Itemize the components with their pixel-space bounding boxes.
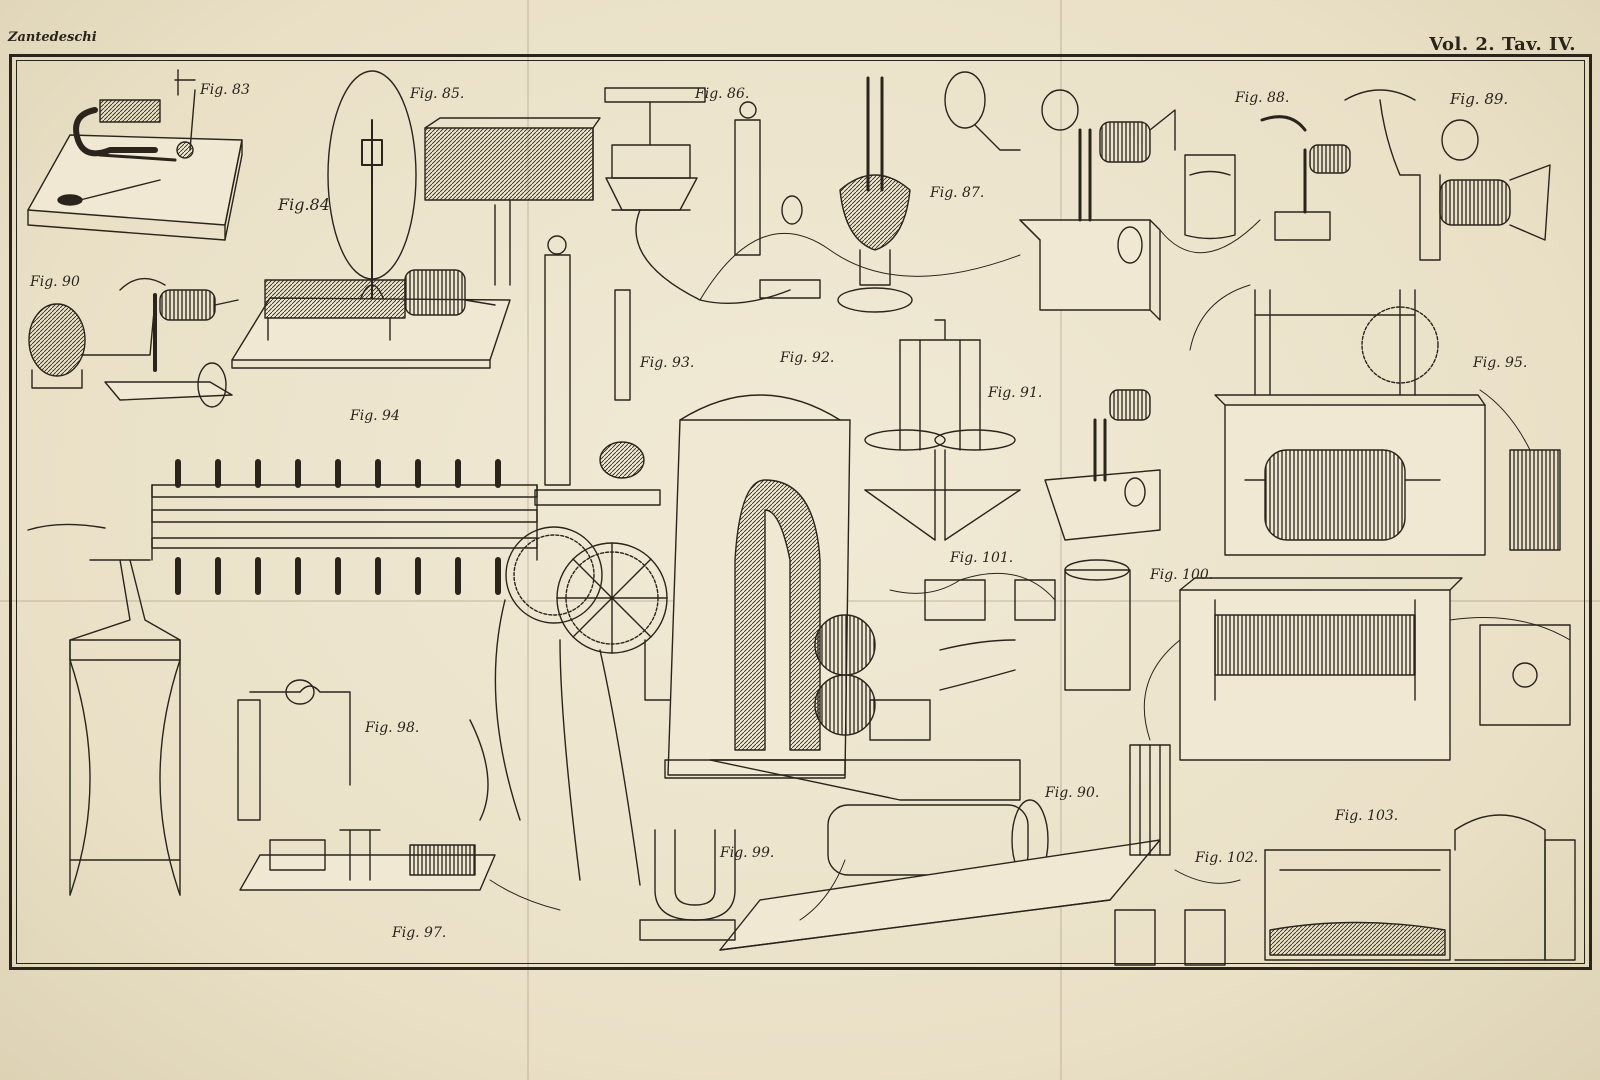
fig83-label: Fig. 83 bbox=[200, 82, 250, 98]
fig100-apparatus bbox=[1064, 559, 1571, 761]
fig97-label: Fig. 97. bbox=[392, 925, 447, 941]
fig99-apparatus bbox=[639, 829, 736, 941]
volume-plate-number: Vol. 2. Tav. IV. bbox=[1429, 34, 1576, 55]
connecting-wires bbox=[489, 219, 1571, 921]
fig92-apparatus bbox=[534, 235, 1021, 801]
fig88-apparatus bbox=[1184, 115, 1351, 241]
fig84-fig85-apparatus bbox=[231, 70, 601, 369]
fig90-apparatus bbox=[28, 277, 239, 408]
fig84-label: Fig.84 bbox=[278, 195, 330, 214]
fig94-gear-assembly bbox=[469, 526, 691, 886]
paper-fold-vertical-left bbox=[527, 0, 529, 1080]
fig88-label: Fig. 88. bbox=[1235, 90, 1290, 106]
fig96-apparatus bbox=[719, 799, 1161, 951]
paper-fold-vertical-right bbox=[1060, 0, 1062, 1080]
fig92-label: Fig. 92. bbox=[780, 350, 835, 366]
fig87-apparatus bbox=[837, 71, 1021, 313]
fig90-label: Fig. 90 bbox=[30, 274, 80, 290]
fig102-apparatus bbox=[1114, 744, 1226, 966]
author-name: Zantedeschi bbox=[8, 30, 97, 45]
fig91-label: Fig. 91. bbox=[988, 385, 1043, 401]
fig103-label: Fig. 103. bbox=[1335, 808, 1399, 824]
fig93-label: Fig. 93. bbox=[640, 355, 695, 371]
fig85-label: Fig. 85. bbox=[410, 86, 465, 102]
fig89-apparatus bbox=[1344, 89, 1551, 261]
fig103-apparatus bbox=[1264, 814, 1576, 961]
fig100-label: Fig. 100. bbox=[1150, 567, 1214, 583]
fig96-label: Fig. 90. bbox=[1045, 785, 1100, 801]
fig101-label: Fig. 101. bbox=[950, 550, 1014, 566]
fig83-apparatus bbox=[27, 69, 243, 241]
plate-border-outer bbox=[9, 54, 1592, 970]
fig98-label: Fig. 98. bbox=[365, 720, 420, 736]
fig89-label: Fig. 89. bbox=[1450, 90, 1509, 108]
plate-border-inner bbox=[16, 60, 1585, 964]
fig94-label: Fig. 94 bbox=[350, 408, 400, 424]
fig97-fig98-apparatus bbox=[237, 679, 496, 891]
fig86-apparatus bbox=[604, 87, 821, 304]
fig99-label: Fig. 99. bbox=[720, 845, 775, 861]
fig102-label: Fig. 102. bbox=[1195, 850, 1259, 866]
fig87-label: Fig. 87. bbox=[930, 185, 985, 201]
fig95-apparatus bbox=[1214, 289, 1561, 556]
fig94-apparatus bbox=[27, 459, 538, 896]
fig87-battery-cell bbox=[1019, 89, 1176, 321]
fig95-label: Fig. 95. bbox=[1473, 355, 1528, 371]
fig91-cell bbox=[1044, 389, 1161, 541]
fig86-label: Fig. 86. bbox=[695, 86, 750, 102]
fig91-apparatus bbox=[864, 319, 1056, 621]
